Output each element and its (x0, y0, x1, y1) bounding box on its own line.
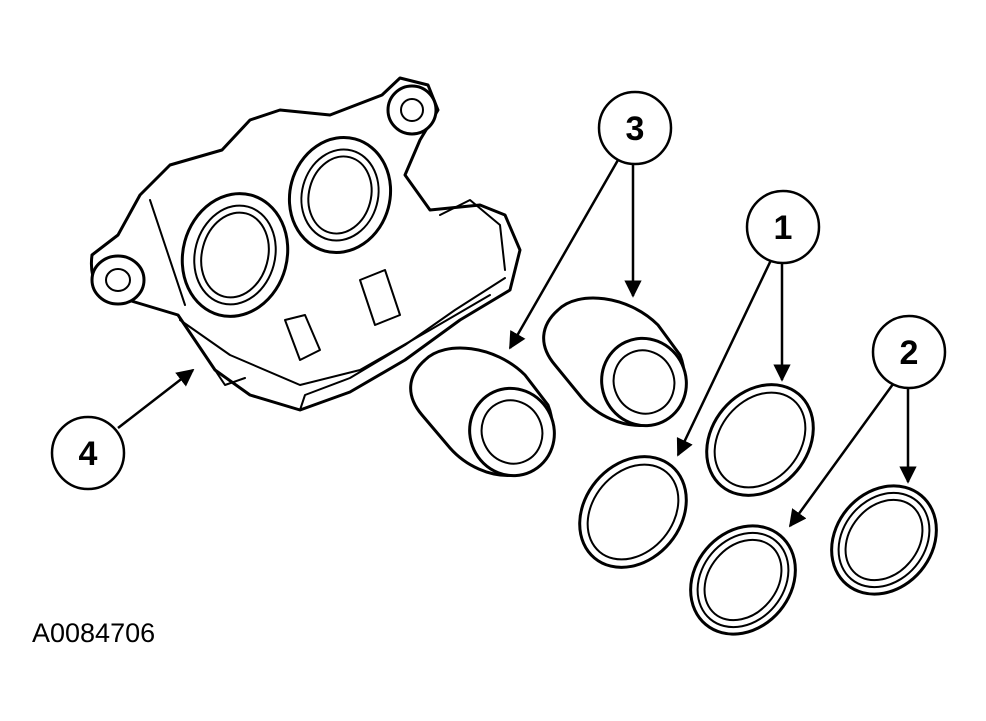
callout-4: 4 (50, 415, 126, 491)
dust-boot-right (830, 484, 938, 596)
piston-left (409, 346, 556, 478)
leader-lines (117, 159, 917, 528)
dust-boot-left (689, 524, 797, 636)
piston-right (542, 296, 688, 428)
callout-1: 1 (745, 189, 821, 265)
callout-3: 3 (597, 90, 673, 166)
callout-2-label: 2 (900, 334, 919, 372)
callout-1-label: 1 (774, 209, 793, 247)
piston-seal-lower (578, 455, 688, 569)
callout-4-label: 4 (79, 435, 98, 473)
callout-3-label: 3 (626, 110, 645, 148)
figure-id: A0084706 (32, 618, 156, 648)
piston-seal-upper (705, 383, 815, 497)
callout-2: 2 (871, 314, 947, 390)
caliper-housing (89, 76, 522, 412)
